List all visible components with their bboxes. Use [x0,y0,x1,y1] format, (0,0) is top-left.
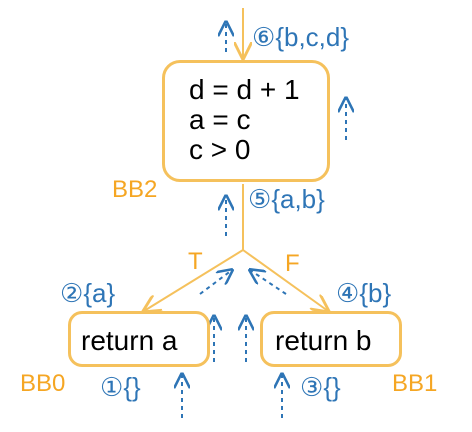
bb0-statement: return a [81,325,178,356]
false-edge [242,249,328,311]
bb1-statement: return b [275,325,372,356]
point-5-marker: ⑤ [248,184,272,214]
flow-arrow-right-branch [250,270,287,295]
bb2-label: BB2 [112,176,158,203]
false-branch-label: F [285,250,300,277]
liveness-point-6: ⑥{b,c,d} [252,24,349,50]
point-3-marker: ③ [300,372,324,402]
point-3-set: {} [323,372,341,402]
point-5-set: {a,b} [271,184,325,214]
bb2-statement-1: d = d + 1 [189,74,300,105]
point-2-set: {a} [83,278,116,308]
point-4-set: {b} [359,278,392,308]
bb0-block: return a [68,311,210,367]
point-1-marker: ① [100,372,124,402]
true-edge [144,249,244,311]
bb1-label: BB1 [392,370,438,397]
liveness-point-2: ②{a} [60,280,115,306]
liveness-point-3: ③{} [300,374,341,400]
point-6-marker: ⑥ [252,22,276,52]
bb2-statement-3: c > 0 [189,134,251,165]
point-1-set: {} [123,372,141,402]
point-4-marker: ④ [336,278,360,308]
liveness-point-4: ④{b} [336,280,391,306]
flow-arrow-left-branch [199,270,232,295]
bb2-statement-2: a = c [189,104,251,135]
bb0-label: BB0 [20,370,66,397]
bb2-block: d = d + 1 a = c c > 0 [162,60,330,182]
liveness-point-1: ①{} [100,374,141,400]
point-2-marker: ② [60,278,84,308]
true-branch-label: T [188,248,203,275]
bb1-block: return b [260,311,402,367]
liveness-point-5: ⑤{a,b} [248,186,325,212]
point-6-set: {b,c,d} [275,22,350,52]
